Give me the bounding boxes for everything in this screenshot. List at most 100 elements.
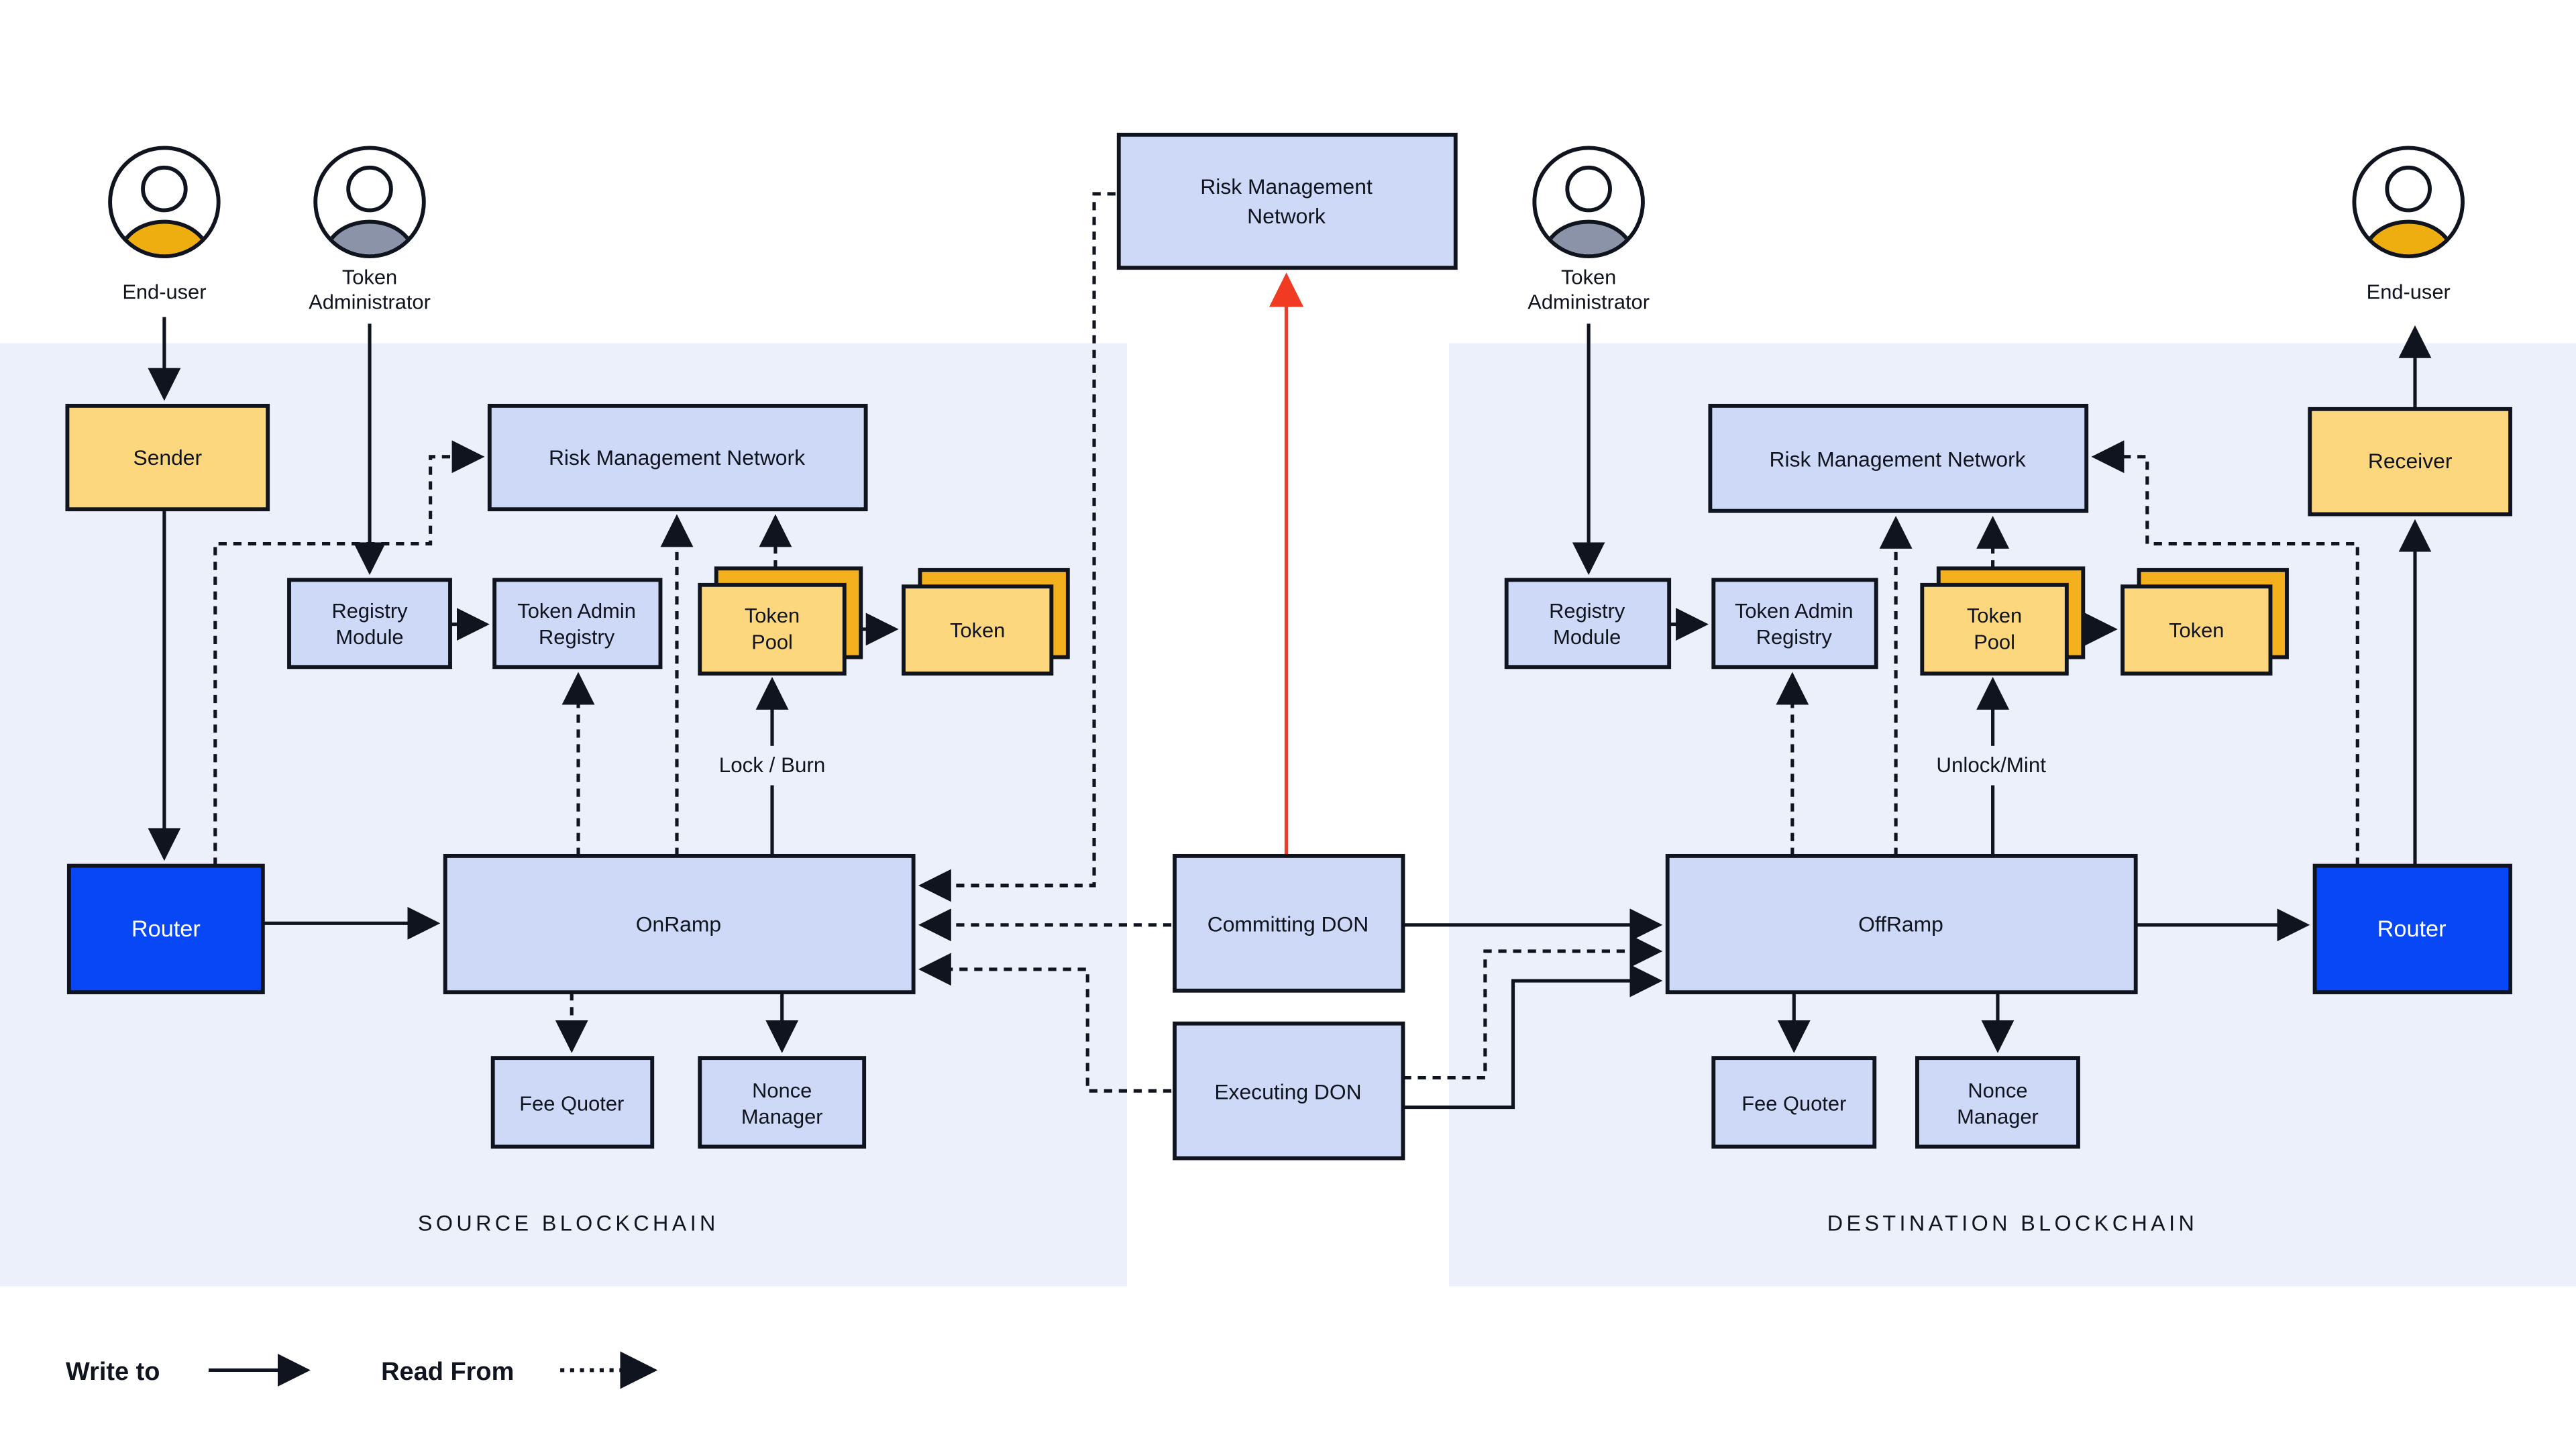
end-user-label: End-user [122, 280, 206, 304]
registry-module-label-line1: Registry [1549, 599, 1625, 623]
onramp-box [443, 853, 916, 995]
person-shoulders [117, 219, 211, 255]
nonce-manager-destination-node: Nonce Manager [1915, 1056, 2080, 1149]
registry-module-source-node: Registry Module [287, 578, 452, 669]
nonce-manager-destination-box [1915, 1056, 2080, 1149]
token-pool-destination-node: Token Pool [1920, 566, 2086, 676]
token-administrator-destination: Token Administrator [1527, 146, 1650, 313]
committing-don-label: Committing DON [1208, 912, 1369, 936]
dashed-executingdon-to-onramp [918, 953, 1172, 1093]
dashed-rmn-top-to-onramp [918, 192, 1116, 902]
source-blockchain-title: SOURCE BLOCKCHAIN [418, 1211, 719, 1235]
unlock-mint-label-bg [1919, 745, 2063, 786]
destination-blockchain-title: DESTINATION BLOCKCHAIN [1827, 1211, 2198, 1235]
token-admin-label-line2: Administrator [309, 290, 431, 313]
fee-quoter-destination-node: Fee Quoter [1711, 1056, 1877, 1149]
tar-label-line2: Registry [539, 625, 615, 649]
token-administrator-source: Token Administrator [309, 146, 431, 313]
token-pool-source-node: Token Pool [698, 566, 863, 676]
rmn-destination-box [1708, 403, 2089, 513]
lock-burn-label: Lock / Burn [719, 753, 825, 777]
fee-quoter-source-box [490, 1056, 655, 1149]
nonce-manager-label-line1: Nonce [1968, 1079, 2027, 1102]
rmn-top-label-line2: Network [1247, 204, 1326, 228]
router-source-node: Router [66, 863, 265, 995]
offramp-label: OffRamp [1858, 912, 1943, 936]
person-shoulders [1542, 219, 1635, 255]
rmn-top-box [1116, 132, 1458, 270]
onramp-node: OnRamp [443, 853, 916, 995]
executing-don-label: Executing DON [1214, 1079, 1361, 1104]
token-pool-label-line1: Token [1967, 604, 2022, 627]
dashed-executingdon-to-offramp [1403, 934, 1663, 1080]
legend-read-from-label: Read From [381, 1358, 514, 1386]
router-destination-label: Router [2377, 916, 2447, 942]
legend-write-to-label: Write to [66, 1358, 160, 1386]
end-user-source: End-user [108, 146, 221, 304]
lock-burn-annotation: Lock / Burn [701, 745, 843, 786]
person-shoulders [2362, 219, 2455, 255]
rmn-source-box [487, 403, 868, 512]
token-destination-box [2121, 584, 2273, 676]
person-head [141, 165, 188, 213]
rmn-destination-label: Risk Management Network [1770, 447, 2026, 472]
sender-label: Sender [133, 445, 202, 470]
person-shoulders [323, 219, 417, 255]
token-destination-label: Token [2169, 619, 2224, 642]
fee-quoter-source-node: Fee Quoter [490, 1056, 655, 1149]
rmn-top-label-line1: Risk Management [1200, 174, 1373, 199]
token-admin-registry-source-box [492, 578, 663, 669]
fee-quoter-source-label: Fee Quoter [519, 1092, 624, 1116]
router-source-label: Router [131, 916, 201, 942]
receiver-label: Receiver [2368, 449, 2453, 473]
person-head [2385, 165, 2432, 213]
end-user-label: End-user [2367, 280, 2451, 304]
offramp-node: OffRamp [1665, 853, 2138, 995]
token-admin-registry-destination-box [1711, 578, 1878, 669]
tar-label-line1: Token Admin [1735, 599, 1854, 623]
router-destination-node: Router [2312, 863, 2512, 995]
token-pool-destination-box [1920, 582, 2069, 676]
token-pool-label-line2: Pool [1974, 630, 2015, 653]
registry-module-label-line1: Registry [331, 599, 408, 623]
rmn-source-label: Risk Management Network [549, 445, 805, 470]
end-user-destination: End-user [2352, 146, 2465, 304]
token-pool-source-box [698, 582, 847, 676]
token-pool-label-line1: Token [745, 604, 800, 627]
token-pool-label-line2: Pool [751, 630, 793, 653]
nonce-manager-source-box [698, 1056, 867, 1149]
token-admin-label-line1: Token [1561, 266, 1616, 289]
token-source-box [902, 584, 1054, 676]
unlock-mint-annotation: Unlock/Mint [1919, 745, 2063, 786]
token-source-label: Token [950, 619, 1005, 642]
sender-box [65, 403, 270, 512]
router-source-box [66, 863, 265, 995]
registry-module-destination-box [1504, 578, 1672, 669]
token-admin-registry-destination-node: Token Admin Registry [1711, 578, 1878, 669]
registry-module-source-box [287, 578, 452, 669]
registry-module-destination-node: Registry Module [1504, 578, 1672, 669]
arrow-executingdon-to-offramp-solid [1403, 964, 1663, 1110]
committing-don-box [1173, 853, 1405, 993]
tar-label-line1: Token Admin [517, 599, 636, 623]
nonce-manager-label-line2: Manager [1957, 1105, 2039, 1128]
registry-module-label-line2: Module [1553, 625, 1621, 649]
tar-label-line2: Registry [1756, 625, 1833, 649]
token-admin-label-line2: Administrator [1527, 290, 1650, 313]
nonce-manager-label-line2: Manager [741, 1105, 823, 1128]
token-destination-node: Token [2121, 568, 2289, 676]
rmn-destination-node: Risk Management Network [1708, 403, 2089, 513]
lock-burn-label-bg [701, 745, 843, 786]
rmn-source-node: Risk Management Network [487, 403, 868, 512]
nonce-manager-label-line1: Nonce [752, 1079, 812, 1102]
token-admin-label-line1: Token [342, 266, 397, 289]
dashed-router-to-rmn-dst [2091, 440, 2359, 866]
offramp-box [1665, 853, 2138, 995]
executing-don-box [1173, 1021, 1405, 1161]
token-source-node: Token [902, 568, 1070, 676]
person-head [346, 165, 393, 213]
nonce-manager-source-node: Nonce Manager [698, 1056, 867, 1149]
rmn-top-node: Risk Management Network [1116, 132, 1458, 270]
